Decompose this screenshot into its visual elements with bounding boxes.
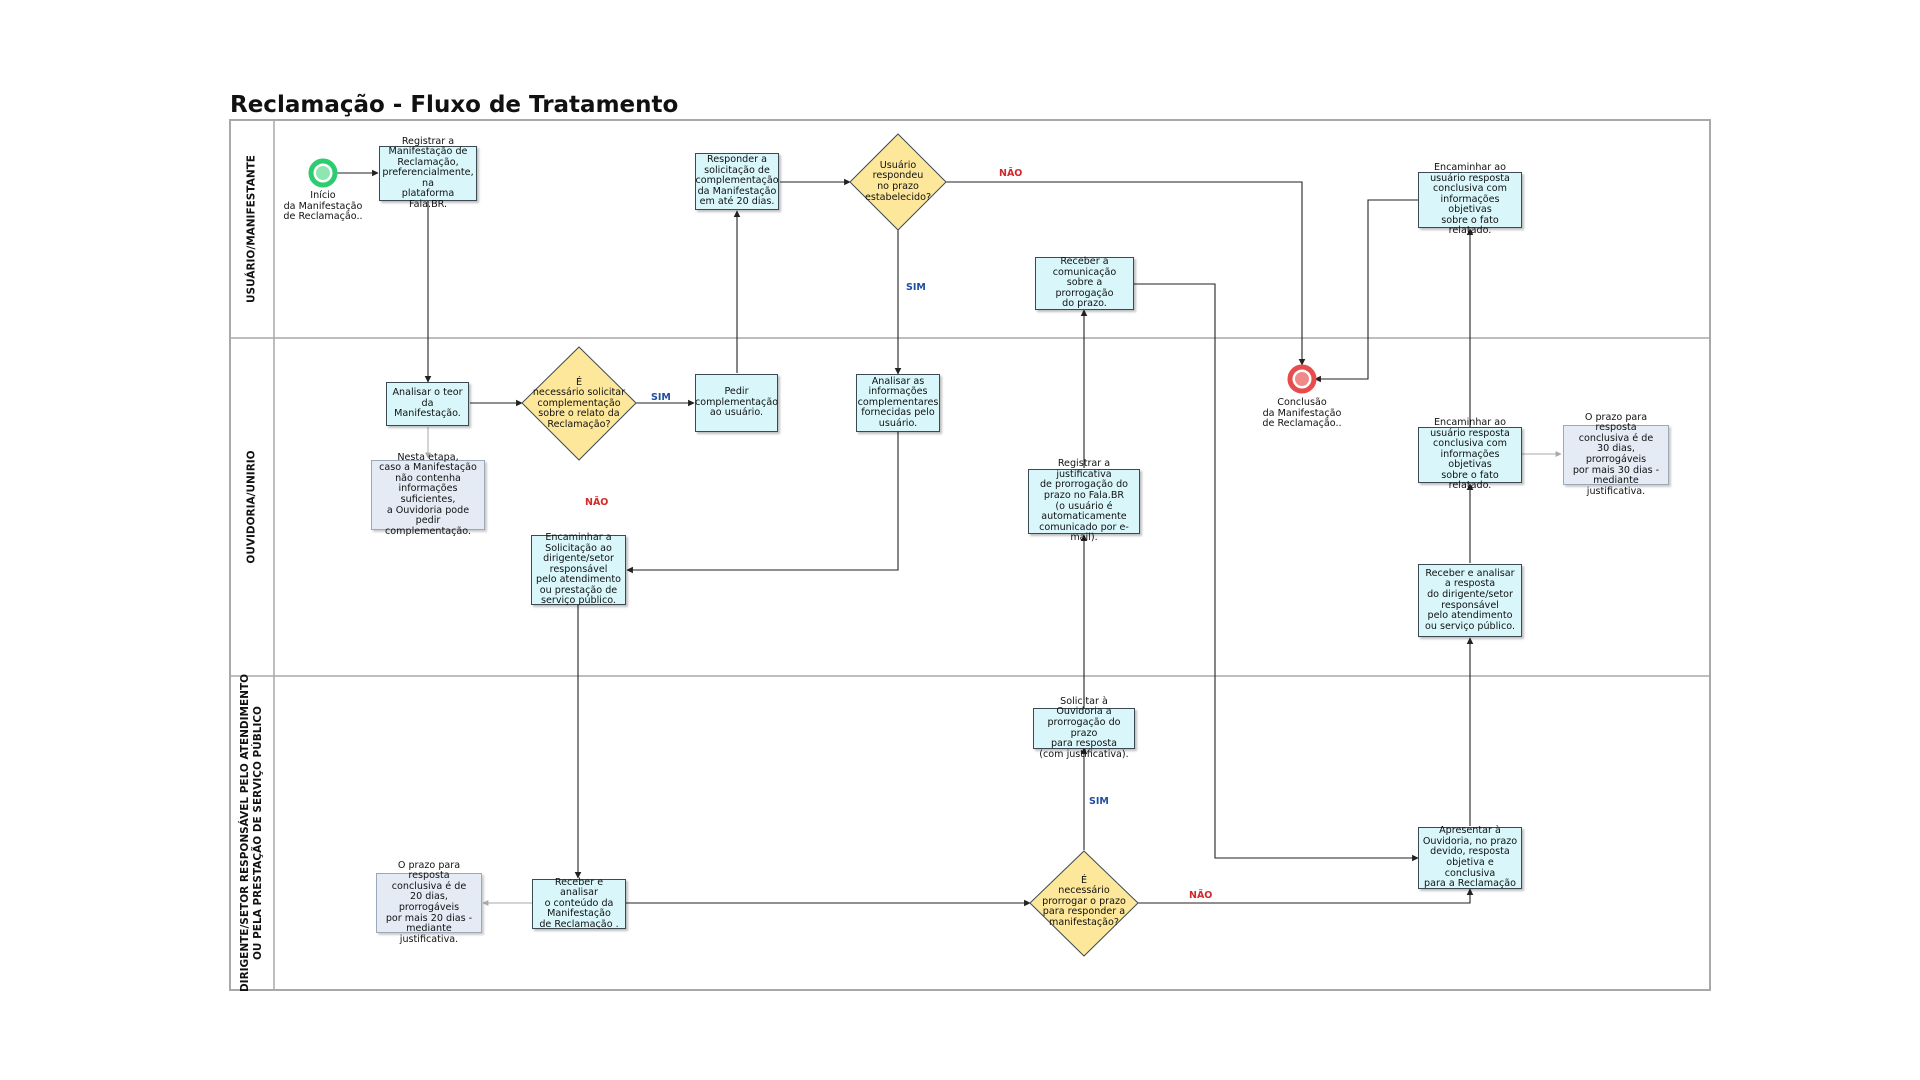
lane-label-dirigente: DIRIGENTE/SETOR RESPONSÁVEL PELO ATENDIM… (239, 674, 265, 992)
diagram-title: Reclamação - Fluxo de Tratamento (230, 92, 679, 118)
nota-prazo-30-dias: O prazo para resposta conclusiva é de 30… (1563, 412, 1669, 496)
edge-label-nao-usuario: NÃO (999, 168, 1023, 179)
connectors (337, 169, 1474, 907)
start-event-label: Início da Manifestação de Reclamação.. (283, 190, 363, 223)
nota-prazo-20-dias: O prazo para resposta conclusiva é de 20… (376, 860, 482, 944)
decision-necessario-solicitar (521, 346, 637, 461)
lane-label-dirigente-line2: OU PELA PRESTAÇÃO DE SERVIÇO PÚBLICO (252, 706, 264, 961)
nota-etapa-complementacao: Nesta etapa, caso a Manifestação não con… (371, 452, 485, 536)
start-event-fill-icon (316, 166, 330, 180)
swimlane-pool (229, 119, 1711, 991)
lane-label-usuario: USUÁRIO/MANIFESTANTE (245, 155, 258, 303)
annotation-connectors (425, 427, 1562, 906)
encaminhar-solicitacao-dirigente[interactable]: Encaminhar a Solicitação ao dirigente/se… (531, 532, 626, 606)
edge-label-sim-complementacao: SIM (651, 392, 671, 403)
edge-label-sim-usuario: SIM (906, 282, 926, 293)
solicitar-prorrogacao[interactable]: Solicitar à Ouvidoria a prorrogação do p… (1033, 696, 1135, 759)
decision-necessario-prorrogar-label: É necessário prorrogar o prazo para resp… (1042, 874, 1126, 928)
apresentar-resposta-ouvidoria[interactable]: Apresentar à Ouvidoria, no prazo devido,… (1418, 826, 1522, 889)
edge-label-nao-complementacao: NÃO (585, 497, 609, 508)
registrar-manifestacao[interactable]: Registrar a Manifestação de Reclamação, … (379, 136, 477, 210)
lane-label-ouvidoria: OUVIDORIA/UNIRIO (245, 450, 258, 564)
end-event-fill-icon (1295, 372, 1309, 386)
pedir-complementacao[interactable]: Pedir complementação ao usuário. (695, 374, 778, 432)
end-event-label: Conclusão da Manifestação de Reclamação.… (1262, 397, 1342, 430)
receber-comunicacao[interactable]: Receber a comunicação sobre a prorrogaçã… (1035, 256, 1134, 310)
edge-label-nao-prorrogar: NÃO (1189, 890, 1213, 901)
responder-complementacao[interactable]: Responder a solicitação de complementaçã… (695, 153, 779, 210)
encaminhar-resposta-usuario-mid[interactable]: Encaminhar ao usuário resposta conclusiv… (1418, 417, 1522, 491)
receber-analisar-conteudo[interactable]: Receber e analisar o conteúdo da Manifes… (532, 877, 626, 930)
decision-shapes (521, 133, 1139, 957)
encaminhar-resposta-usuario-top[interactable]: Encaminhar ao usuário resposta conclusiv… (1418, 162, 1522, 236)
decision-necessario-prorrogar (1029, 850, 1139, 957)
decision-necessario-solicitar-label: É necessário solicitar complementação so… (532, 376, 626, 430)
analisar-teor[interactable]: Analisar o teor da Manifestação. (386, 382, 469, 426)
lane-label-dirigente-line1: DIRIGENTE/SETOR RESPONSÁVEL PELO ATENDIM… (238, 673, 251, 993)
receber-analisar-resposta-dirigente[interactable]: Receber e analisar a resposta do dirigen… (1418, 564, 1522, 637)
registrar-justificativa-prorrogacao[interactable]: Registrar a justificativa de prorrogação… (1028, 459, 1140, 543)
edge-label-sim-prorrogar: SIM (1089, 796, 1109, 807)
decision-usuario-respondeu (849, 133, 947, 231)
analisar-informacoes-complementares[interactable]: Analisar as informações complementares f… (856, 374, 940, 432)
decision-usuario-respondeu-label: Usuário respondeu no prazo estabelecido? (864, 159, 932, 203)
